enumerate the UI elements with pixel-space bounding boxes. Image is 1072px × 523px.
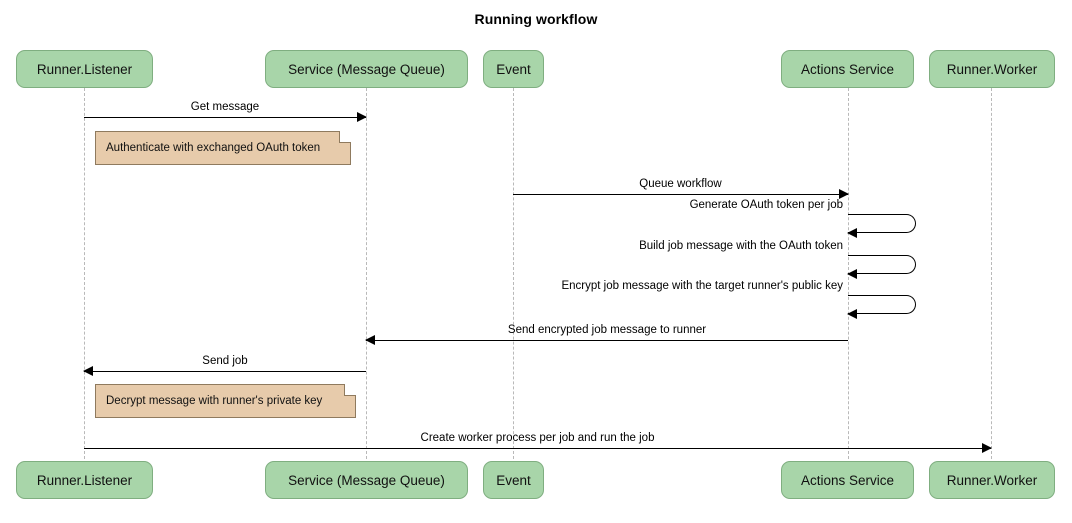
participant-actions-service-top[interactable]: Actions Service	[781, 50, 914, 88]
participant-event-top[interactable]: Event	[483, 50, 544, 88]
participant-label: Runner.Worker	[946, 472, 1038, 488]
message-line	[84, 371, 366, 372]
self-call-generate-token: Generate OAuth token per job	[690, 199, 916, 239]
message-line	[84, 117, 366, 118]
self-call-path	[848, 214, 916, 233]
message-line	[366, 340, 848, 341]
participant-actions-service-bottom[interactable]: Actions Service	[781, 461, 914, 499]
lifeline-event	[513, 88, 514, 459]
self-call-encrypt-message: Encrypt job message with the target runn…	[561, 280, 916, 320]
arrowhead-icon	[847, 228, 857, 239]
self-call-build-message: Build job message with the OAuth token	[639, 240, 916, 280]
participant-label: Actions Service	[800, 472, 895, 488]
lifeline-service-queue	[366, 88, 367, 459]
participant-event-bottom[interactable]: Event	[483, 461, 544, 499]
self-call-label: Build job message with the OAuth token	[639, 240, 843, 252]
participant-label: Event	[496, 472, 531, 488]
self-call-label: Generate OAuth token per job	[689, 199, 843, 211]
message-label: Get message	[190, 101, 260, 113]
participant-label: Runner.Worker	[946, 61, 1038, 77]
lifeline-runner-worker	[991, 88, 992, 459]
participant-label: Service (Message Queue)	[288, 61, 445, 77]
arrowhead-icon	[839, 189, 849, 200]
arrowhead-icon	[847, 309, 857, 320]
participant-label: Actions Service	[800, 61, 895, 77]
page-title: Running workflow	[474, 11, 598, 27]
message-label: Send encrypted job message to runner	[507, 324, 707, 336]
arrowhead-icon	[357, 112, 367, 123]
participant-runner-listener-top[interactable]: Runner.Listener	[16, 50, 153, 88]
note-fold-corner-icon	[339, 131, 351, 143]
self-call-label: Encrypt job message with the target runn…	[561, 280, 843, 292]
note-fold-corner-icon	[344, 384, 356, 396]
participant-label: Service (Message Queue)	[288, 472, 445, 488]
note-note-decrypt: Decrypt message with runner's private ke…	[95, 384, 356, 418]
arrowhead-icon	[83, 366, 93, 377]
participant-service-queue-top[interactable]: Service (Message Queue)	[265, 50, 468, 88]
participant-runner-worker-top[interactable]: Runner.Worker	[929, 50, 1055, 88]
arrowhead-icon	[365, 335, 375, 346]
participant-label: Runner.Listener	[36, 61, 133, 77]
participant-runner-worker-bottom[interactable]: Runner.Worker	[929, 461, 1055, 499]
participant-label: Event	[496, 61, 531, 77]
self-call-path	[848, 255, 916, 274]
participant-runner-listener-bottom[interactable]: Runner.Listener	[16, 461, 153, 499]
note-label: Decrypt message with runner's private ke…	[106, 395, 323, 407]
self-call-path	[848, 295, 916, 314]
arrowhead-icon	[982, 443, 992, 454]
message-label: Send job	[202, 355, 248, 367]
lifeline-runner-listener	[84, 88, 85, 459]
note-label: Authenticate with exchanged OAuth token	[106, 142, 321, 154]
message-line	[84, 448, 991, 449]
message-label: Create worker process per job and run th…	[420, 432, 655, 444]
arrowhead-icon	[847, 269, 857, 280]
note-note-authenticate: Authenticate with exchanged OAuth token	[95, 131, 351, 165]
message-line	[513, 194, 848, 195]
participant-label: Runner.Listener	[36, 472, 133, 488]
participant-service-queue-bottom[interactable]: Service (Message Queue)	[265, 461, 468, 499]
message-label: Queue workflow	[639, 178, 722, 190]
